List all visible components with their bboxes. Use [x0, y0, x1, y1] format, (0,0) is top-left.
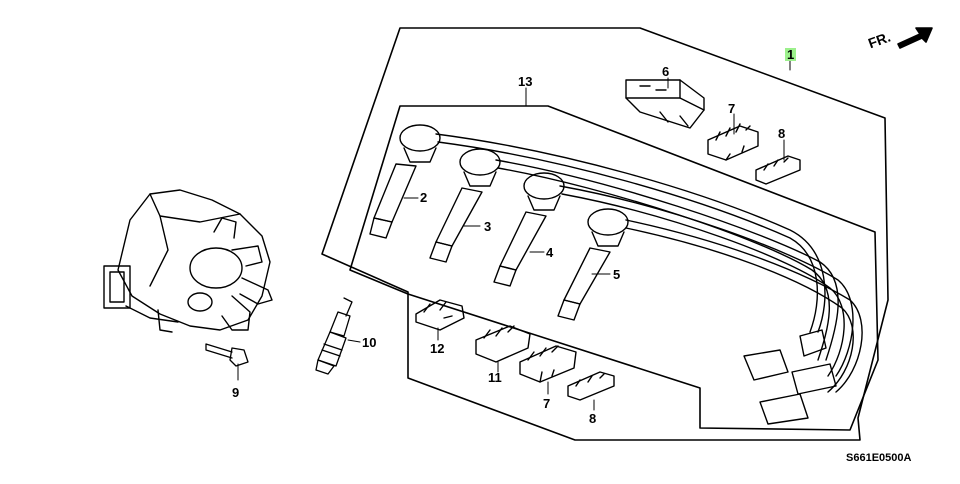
- wire-bundle: [436, 134, 862, 392]
- callout-1: 1: [785, 47, 797, 62]
- callout-7-top: 7: [728, 101, 736, 116]
- callout-3: 3: [484, 219, 492, 234]
- callout-2: 2: [420, 190, 428, 205]
- wire-set-outline: [350, 106, 878, 430]
- callout-7-bottom: 7: [543, 396, 551, 411]
- spark-plug: [316, 298, 352, 374]
- distributor: [104, 190, 272, 332]
- clamp-11: [476, 326, 530, 362]
- clamp-8-top: [756, 156, 800, 184]
- callout-5: 5: [613, 267, 621, 282]
- clamp-7-top: [708, 124, 758, 160]
- bolt: [206, 344, 248, 366]
- wire-boot-3: [430, 149, 500, 262]
- wire-end-boots: [744, 330, 836, 424]
- clamp-7-bottom: [520, 346, 576, 382]
- figure-code: S661E0500A: [846, 452, 912, 464]
- callout-8-top: 8: [778, 126, 786, 141]
- wire-boot-4: [494, 173, 564, 286]
- leader-lines: [238, 60, 790, 410]
- clamp-12: [416, 300, 464, 330]
- front-arrow-icon: [898, 28, 932, 48]
- callout-11: 11: [488, 370, 502, 385]
- wire-boot-2: [370, 125, 440, 238]
- callout-4: 4: [546, 245, 554, 260]
- callout-12: 12: [430, 341, 445, 356]
- clamp-6: [626, 80, 704, 128]
- callout-10: 10: [362, 335, 377, 350]
- clamp-8-bottom: [568, 372, 614, 400]
- assembly-outline: [322, 28, 888, 440]
- callout-13: 13: [518, 74, 533, 89]
- callout-9: 9: [232, 385, 240, 400]
- wire-boot-5: [558, 209, 628, 320]
- callout-6: 6: [662, 64, 670, 79]
- callout-8-bottom: 8: [589, 411, 597, 426]
